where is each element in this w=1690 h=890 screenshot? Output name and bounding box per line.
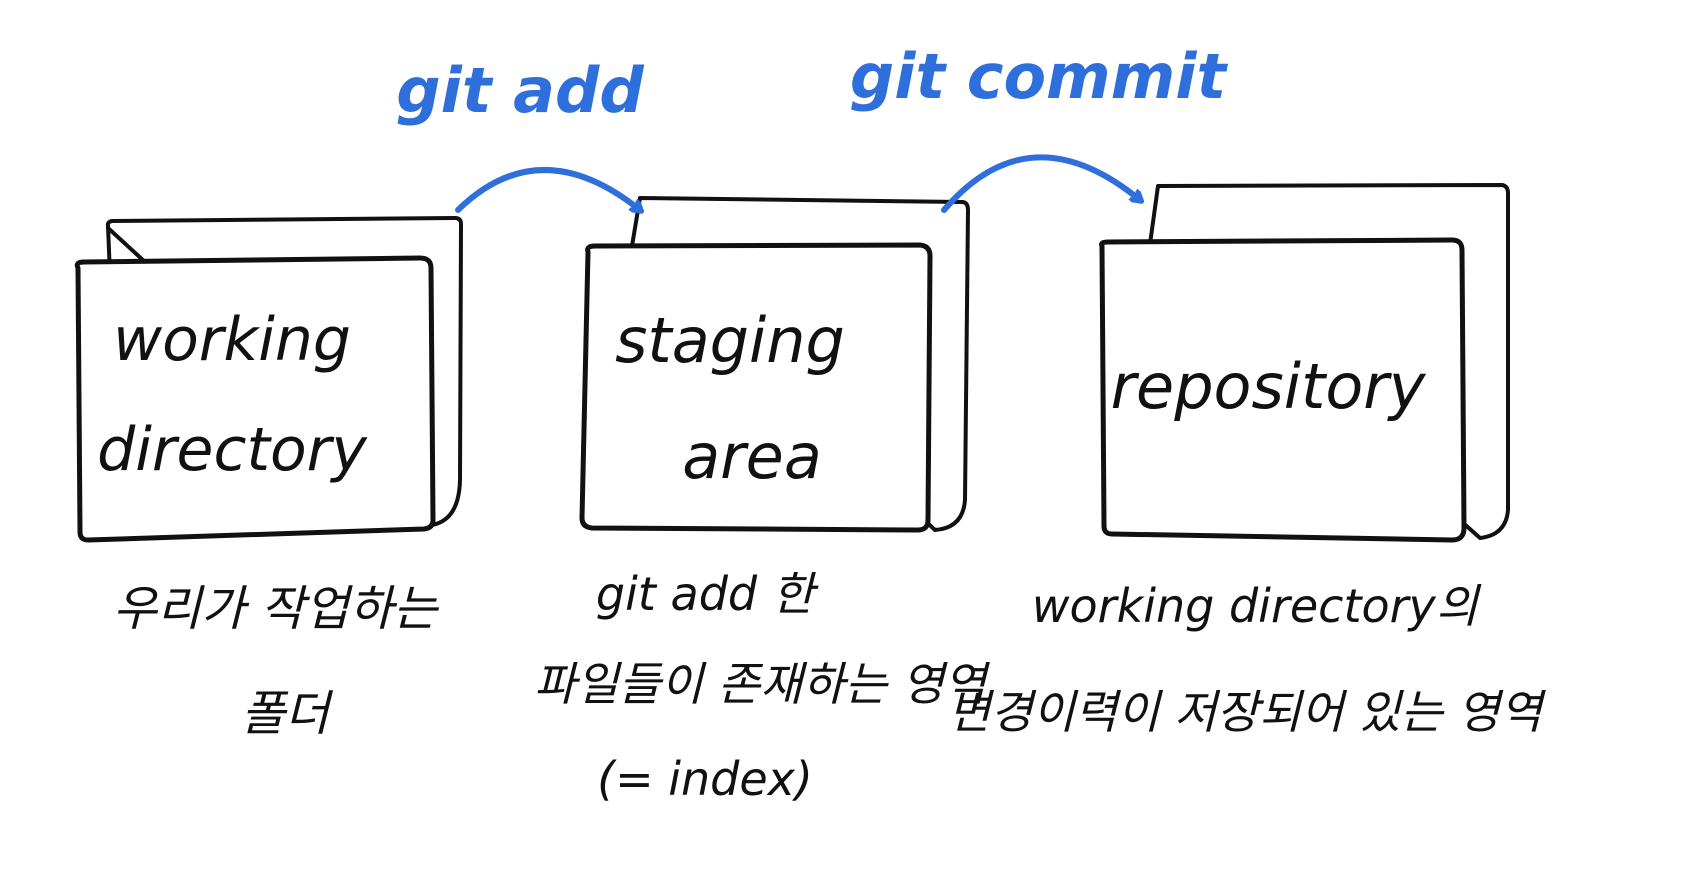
staging-area-desc-line1: git add 한 xyxy=(596,567,819,621)
repository-label: repository xyxy=(1111,350,1427,423)
staging-area-folder xyxy=(579,196,970,533)
repository-folder xyxy=(1099,183,1510,543)
git-commit-arrow xyxy=(941,154,1140,213)
working-directory-desc-line2: 폴더 xyxy=(241,686,334,742)
folder-front xyxy=(1099,237,1467,543)
working-directory-label-line2: directory xyxy=(97,415,368,485)
repository-desc-line2: 변경이력이 저장되어 있는 영역 xyxy=(948,685,1547,739)
working-directory-label-line1: working xyxy=(113,305,351,375)
working-directory-folder xyxy=(74,216,463,543)
working-directory-desc-line1: 우리가 작업하는 xyxy=(113,581,440,637)
staging-area-label-line1: staging xyxy=(615,304,845,377)
git-add-label: git add xyxy=(396,54,644,127)
repository-desc-line1: working directory의 xyxy=(1032,579,1482,633)
folder-front xyxy=(579,242,933,533)
folder-front xyxy=(74,255,436,543)
staging-area-desc-line2: 파일들이 존재하는 영역 xyxy=(534,657,991,711)
staging-area-desc-line3: (= index) xyxy=(597,752,813,806)
staging-area-label-line2: area xyxy=(682,420,822,493)
git-commit-label: git commit xyxy=(850,40,1229,113)
git-add-arrow xyxy=(455,167,640,210)
